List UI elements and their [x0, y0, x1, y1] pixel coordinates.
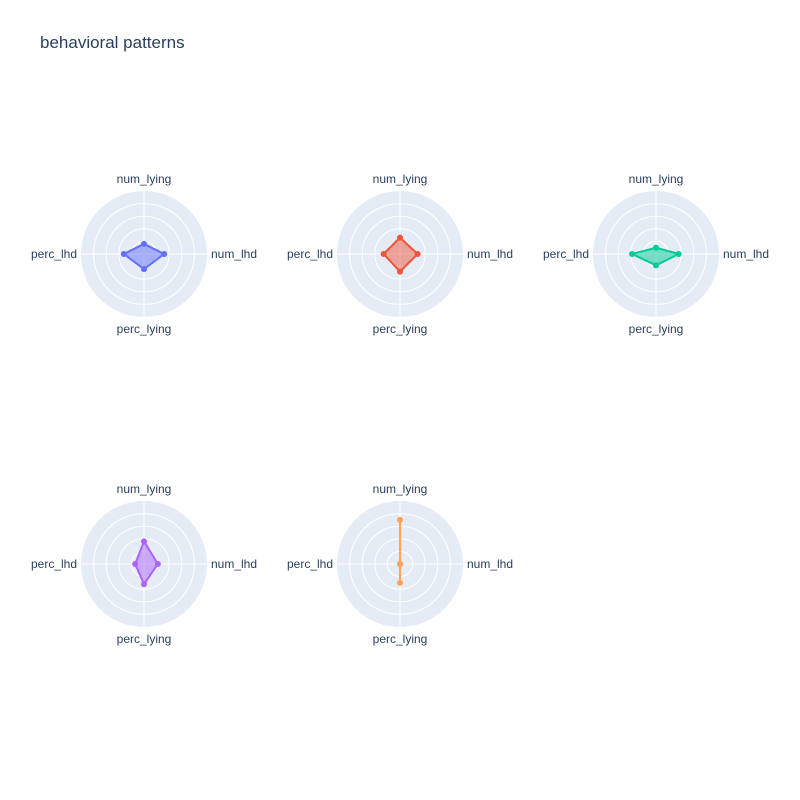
data-point	[141, 581, 147, 588]
axis-label-num_lying: num_lying	[117, 482, 172, 496]
data-point	[675, 251, 682, 257]
data-point	[397, 516, 403, 523]
axis-label-num_lying: num_lying	[117, 172, 172, 186]
data-point	[380, 251, 387, 257]
data-point	[141, 240, 147, 247]
chart-title: behavioral patterns	[40, 33, 185, 52]
axis-label-num_lhd: num_lhd	[211, 557, 257, 571]
data-point	[653, 262, 659, 269]
data-point	[141, 538, 147, 545]
axis-label-num_lying: num_lying	[629, 172, 684, 186]
radar-subplot: num_lying num_lhd perc_lying perc_lhd	[31, 172, 257, 336]
data-point	[397, 579, 403, 586]
data-point	[397, 234, 403, 241]
axis-label-perc_lying: perc_lying	[117, 322, 172, 336]
axis-label-num_lhd: num_lhd	[467, 557, 513, 571]
axis-label-perc_lying: perc_lying	[629, 322, 684, 336]
data-point	[120, 251, 127, 257]
data-point	[141, 266, 147, 273]
axis-label-perc_lying: perc_lying	[373, 322, 428, 336]
data-point	[414, 251, 421, 257]
axis-label-num_lying: num_lying	[373, 172, 428, 186]
data-point	[397, 268, 403, 275]
axis-label-perc_lying: perc_lying	[117, 632, 172, 646]
axis-label-num_lhd: num_lhd	[467, 247, 513, 261]
axis-label-perc_lhd: perc_lhd	[543, 247, 589, 261]
axis-label-num_lhd: num_lhd	[211, 247, 257, 261]
axis-label-num_lying: num_lying	[373, 482, 428, 496]
data-point	[132, 561, 139, 567]
axis-label-perc_lhd: perc_lhd	[287, 247, 333, 261]
axis-label-perc_lying: perc_lying	[373, 632, 428, 646]
data-point	[653, 244, 659, 251]
axis-label-perc_lhd: perc_lhd	[31, 557, 77, 571]
data-point	[161, 251, 168, 257]
data-point	[154, 561, 161, 567]
radar-subplot: num_lying num_lhd perc_lying perc_lhd	[287, 482, 513, 646]
data-point	[629, 251, 636, 257]
radar-subplot: num_lying num_lhd perc_lying perc_lhd	[543, 172, 769, 336]
axis-label-perc_lhd: perc_lhd	[31, 247, 77, 261]
axis-label-num_lhd: num_lhd	[723, 247, 769, 261]
radar-subplot: num_lying num_lhd perc_lying perc_lhd	[31, 482, 257, 646]
radar-subplot: num_lying num_lhd perc_lying perc_lhd	[287, 172, 513, 336]
data-point	[397, 561, 403, 567]
axis-label-perc_lhd: perc_lhd	[287, 557, 333, 571]
